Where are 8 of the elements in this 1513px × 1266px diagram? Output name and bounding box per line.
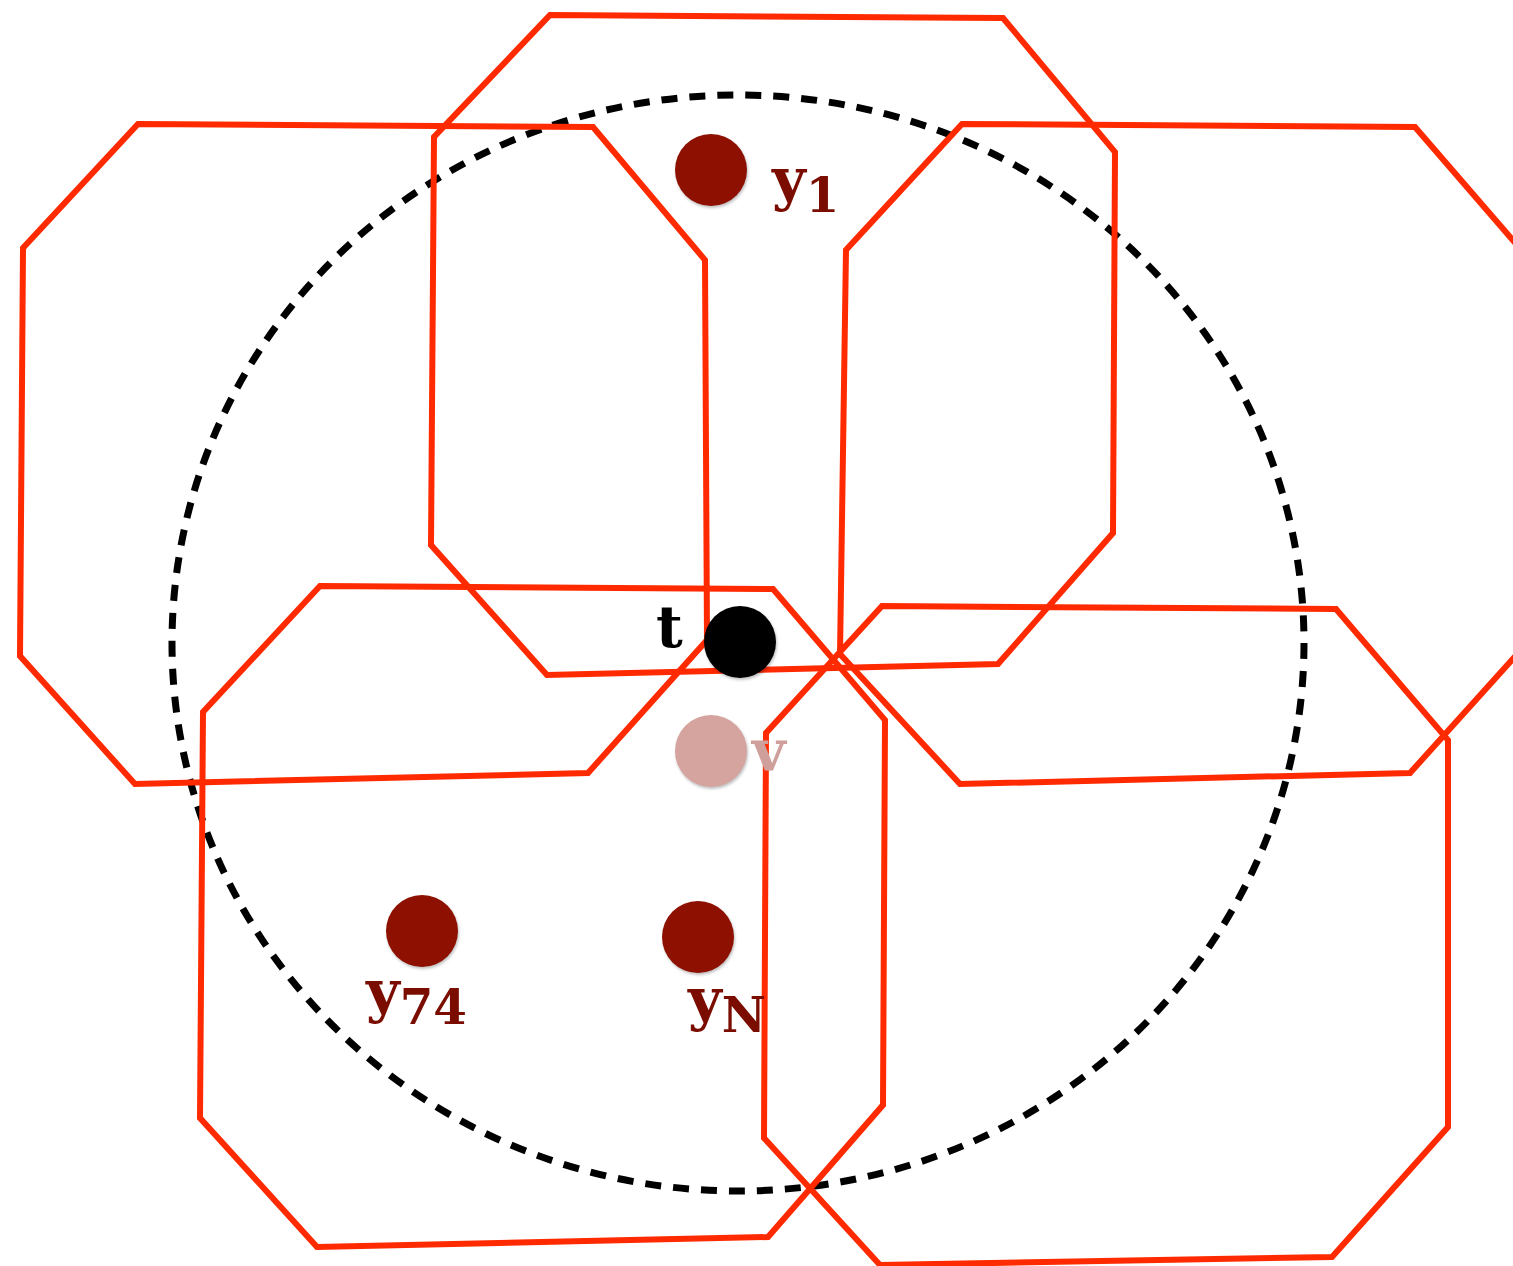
variable-label: y$_{74}$	[366, 962, 467, 1031]
point-marker	[675, 134, 747, 206]
variable-label: t	[656, 598, 683, 656]
point-marker	[704, 606, 776, 678]
point-marker	[662, 901, 734, 973]
point-marker	[675, 715, 747, 787]
point-marker	[386, 895, 458, 967]
variable-label: y$_{1}$	[772, 150, 840, 219]
